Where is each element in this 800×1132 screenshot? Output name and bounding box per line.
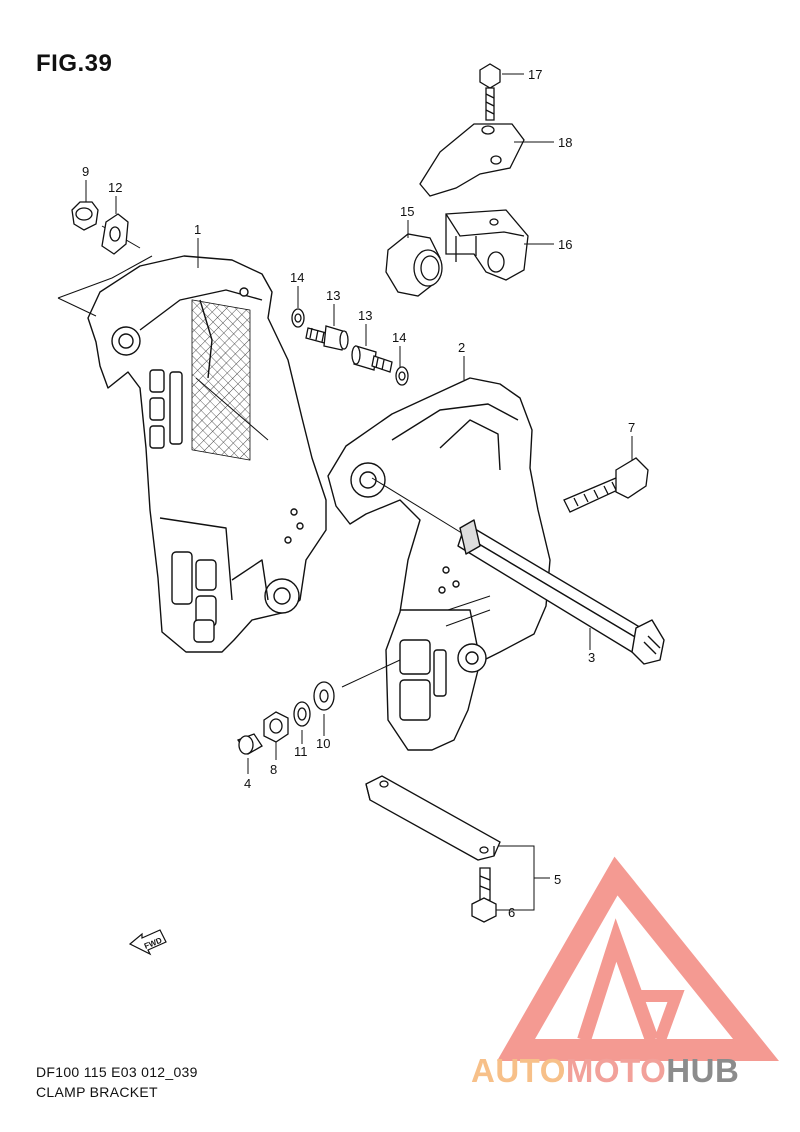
bushing-15 xyxy=(385,233,443,297)
figure-title: FIG.39 xyxy=(36,50,113,77)
callout-11: 11 xyxy=(294,744,308,759)
bolt-13-lower xyxy=(351,345,393,373)
forward-arrow-icon: FWD xyxy=(128,929,167,956)
callout-12: 12 xyxy=(108,180,122,195)
collar-4 xyxy=(236,733,263,755)
bolt-13-upper xyxy=(305,325,349,351)
watermark-text: AUTOMOTOHUB xyxy=(471,1052,739,1089)
callout-6: 6 xyxy=(508,905,515,920)
bolt-6 xyxy=(471,867,497,923)
callout-numbers: 1 2 3 4 5 6 7 8 9 10 11 12 13 13 14 14 1… xyxy=(82,67,635,920)
callout-9: 9 xyxy=(82,164,89,179)
watermark-moto: MOTO xyxy=(566,1052,666,1089)
clamp-bracket-left xyxy=(87,255,327,653)
callout-7: 7 xyxy=(628,420,635,435)
callout-2: 2 xyxy=(458,340,465,355)
callout-13-upper: 13 xyxy=(326,288,340,303)
callout-8: 8 xyxy=(270,762,277,777)
callout-16: 16 xyxy=(558,237,572,252)
washer-11 xyxy=(293,701,311,727)
callout-3: 3 xyxy=(588,650,595,665)
callout-13-lower: 13 xyxy=(358,308,372,323)
callout-18: 18 xyxy=(558,135,572,150)
callout-17: 17 xyxy=(528,67,542,82)
callout-10: 10 xyxy=(316,736,330,751)
bolt-7 xyxy=(563,457,649,513)
plate-18 xyxy=(419,123,525,197)
bolt-17 xyxy=(479,63,501,121)
callout-14-lower: 14 xyxy=(392,330,406,345)
washer-14-upper xyxy=(291,308,305,328)
watermark-logo-icon xyxy=(496,856,779,1061)
clamp-bracket-right xyxy=(327,377,551,751)
callout-4: 4 xyxy=(244,776,251,791)
watermark-hub: HUB xyxy=(666,1052,739,1089)
leader-lines xyxy=(85,73,633,911)
plate-12 xyxy=(101,213,129,255)
washer-14-lower xyxy=(395,366,409,386)
callout-5: 5 xyxy=(554,872,561,887)
nut-9 xyxy=(71,201,99,231)
callout-14-upper: 14 xyxy=(290,270,304,285)
plate-5 xyxy=(365,775,501,861)
nut-8 xyxy=(263,711,289,743)
tilt-tube xyxy=(457,519,665,665)
washer-10 xyxy=(313,681,335,711)
figure-code: DF100 115 E03 012_039 xyxy=(36,1064,198,1080)
clamp-bracket-left-guide xyxy=(57,225,269,441)
callout-1: 1 xyxy=(194,222,201,237)
figure-name: CLAMP BRACKET xyxy=(36,1084,158,1100)
callout-15: 15 xyxy=(400,204,414,219)
watermark-auto: AUTO xyxy=(471,1052,566,1089)
bracket-16 xyxy=(445,209,529,281)
